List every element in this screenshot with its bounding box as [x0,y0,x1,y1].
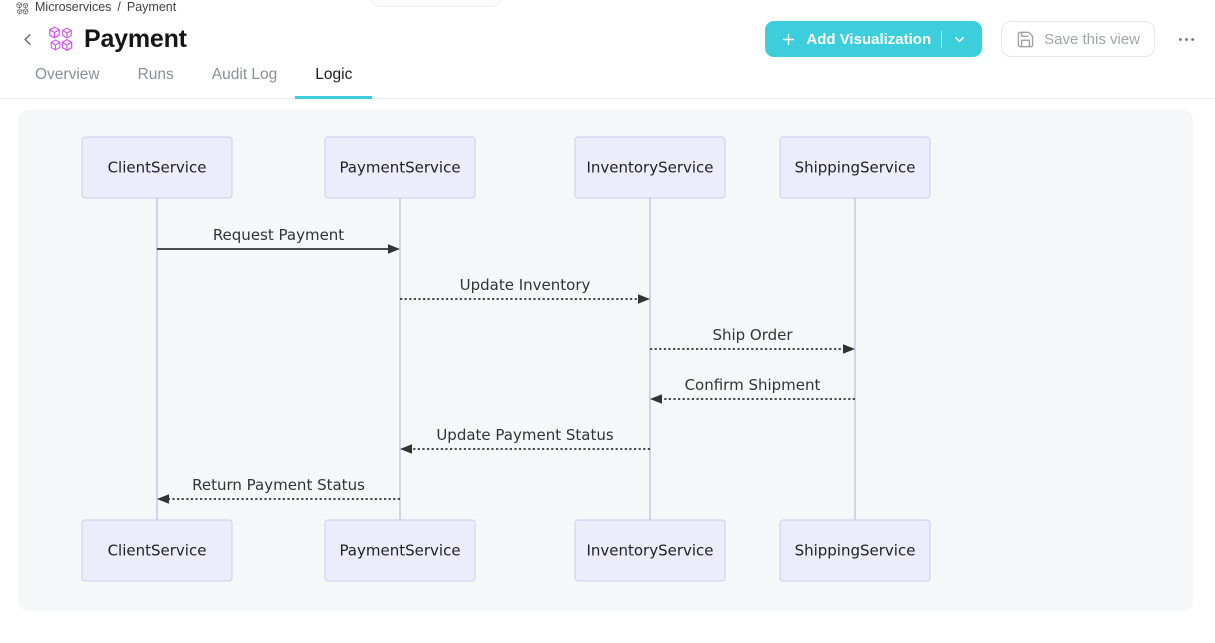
button-divider [941,30,943,48]
title-row: Payment Add Visualization Save this view [14,20,1199,58]
floppy-icon [1016,30,1035,49]
tab-overview[interactable]: Overview [35,61,100,98]
actor-label-top-ShippingService: ShippingService [795,159,916,177]
breadcrumb-separator: / [117,0,121,14]
cubes-icon [16,1,29,15]
tab-runs[interactable]: Runs [138,61,174,98]
actor-box-bottom-ShippingService [779,519,931,582]
actor-box-top-ShippingService [779,136,931,199]
actor-box-top-ClientService [81,136,233,199]
top-notch [370,0,502,7]
message-arrowhead [157,494,169,504]
actor-label-bottom-InventoryService: InventoryService [586,542,713,560]
actor-label-bottom-ClientService: ClientService [108,542,207,560]
tab-bar: Overview Runs Audit Log Logic [0,61,1215,99]
actor-label-top-InventoryService: InventoryService [586,159,713,177]
save-view-button[interactable]: Save this view [1001,21,1155,57]
chevron-left-icon [18,30,37,49]
message-label: Update Inventory [460,276,591,294]
add-visualization-label: Add Visualization [806,30,932,48]
actor-box-top-InventoryService [574,136,726,199]
tab-audit-log[interactable]: Audit Log [212,61,278,98]
cubes-icon [48,26,74,52]
more-options-button[interactable] [1174,25,1199,54]
ellipsis-icon [1176,29,1197,50]
breadcrumb-current[interactable]: Payment [126,0,177,14]
plus-icon [780,31,797,48]
message-arrowhead [650,394,662,404]
actor-box-top-PaymentService [324,136,476,199]
message-label: Return Payment Status [192,476,365,494]
message-arrowhead [843,344,855,354]
actor-label-bottom-ShippingService: ShippingService [795,542,916,560]
actor-box-bottom-PaymentService [324,519,476,582]
back-button[interactable] [14,26,40,52]
message-arrowhead [400,444,412,454]
actor-label-bottom-PaymentService: PaymentService [339,542,460,560]
message-label: Confirm Shipment [685,376,821,394]
save-view-label: Save this view [1044,30,1140,48]
breadcrumb-root[interactable]: Microservices [35,0,112,14]
sequence-diagram: ClientServiceClientServicePaymentService… [81,136,931,582]
actor-label-top-ClientService: ClientService [108,159,207,177]
page-title: Payment [84,24,187,53]
tab-logic[interactable]: Logic [295,61,373,99]
message-label: Ship Order [712,326,793,344]
message-label: Update Payment Status [436,426,614,444]
message-arrowhead [388,244,400,254]
actor-box-bottom-InventoryService [574,519,726,582]
toolbar: Add Visualization Save this view [765,21,1199,57]
actor-label-top-PaymentService: PaymentService [339,159,460,177]
breadcrumb: Microservices / Payment [16,0,176,15]
message-arrowhead [638,294,650,304]
chevron-down-icon[interactable] [952,32,967,47]
add-visualization-button[interactable]: Add Visualization [765,21,983,57]
message-label: Request Payment [213,226,344,244]
actor-box-bottom-ClientService [81,519,233,582]
